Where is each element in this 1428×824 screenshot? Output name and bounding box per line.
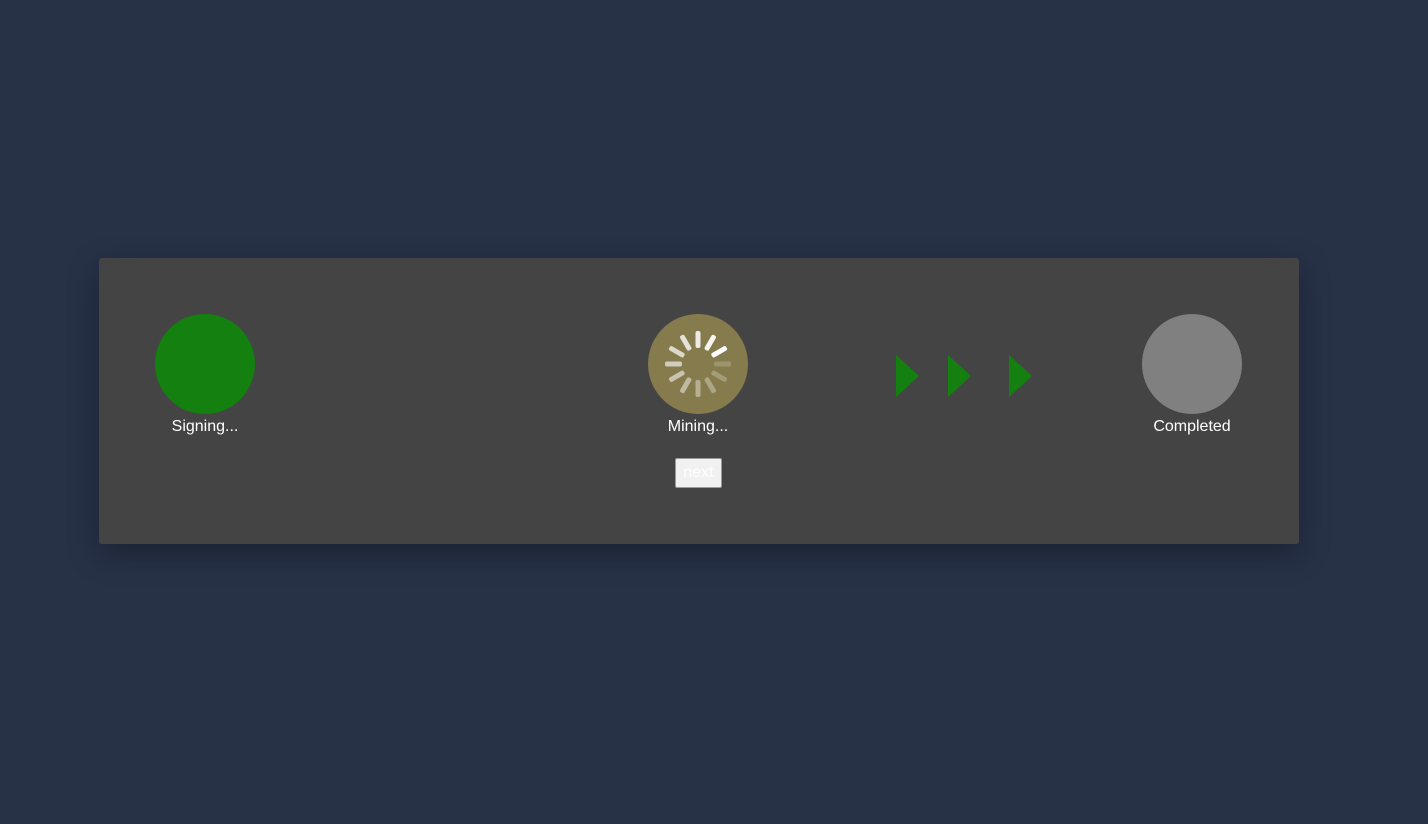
step-mining: Mining... [628,314,768,436]
spinner-bar [714,361,731,367]
spinner-bar [665,361,682,367]
triangle-right-icon [896,355,919,397]
spinner-bar [668,346,685,358]
next-button[interactable]: next [675,458,722,488]
step-completed-label: Completed [1153,418,1231,435]
spinner-bar [680,377,692,394]
progress-card: Signing... Mining... Completed next [99,258,1299,544]
triangle-right-icon [948,355,971,397]
spinner-bar [680,334,692,351]
triangle-right-icon [1009,355,1032,397]
step-mining-label: Mining... [667,418,729,435]
spinner-bar [668,370,685,382]
spinner-bar [711,346,728,358]
spinner-bar [695,380,701,397]
step-completed-circle [1142,314,1242,414]
step-signing: Signing... [135,314,275,436]
spinner-icon [665,331,731,397]
step-signing-label: Signing... [171,418,239,435]
progress-arrows [896,355,1036,399]
spinner-bar [695,331,701,348]
spinner-bar [711,370,728,382]
spinner-bar [704,377,716,394]
step-completed: Completed [1122,314,1262,436]
step-signing-circle [155,314,255,414]
spinner-bar [704,334,716,351]
step-mining-circle [648,314,748,414]
